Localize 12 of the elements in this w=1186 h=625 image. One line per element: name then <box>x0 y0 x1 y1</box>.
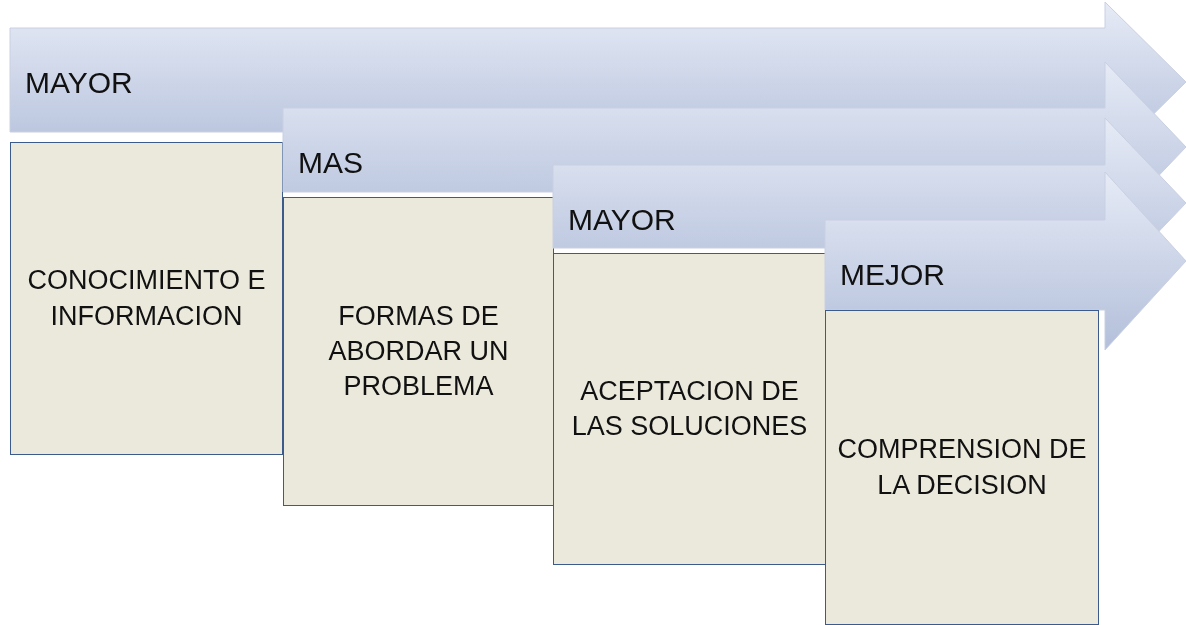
arrow-label: MAYOR <box>568 203 676 237</box>
arrow-label: MAYOR <box>25 66 133 100</box>
box-text: ACEPTACION DE LAS SOLUCIONES <box>570 374 809 443</box>
box-text: FORMAS DE ABORDAR UN PROBLEMA <box>327 299 510 404</box>
text-box <box>553 253 826 565</box>
arrow-label: MAS <box>298 146 363 180</box>
text-box <box>10 142 283 455</box>
text-box <box>825 310 1099 625</box>
box-text: CONOCIMIENTO E INFORMACION <box>26 264 267 333</box>
text-box <box>283 197 554 506</box>
box-text: COMPRENSION DE LA DECISION <box>836 433 1088 502</box>
arrow-label: MEJOR <box>840 258 945 292</box>
